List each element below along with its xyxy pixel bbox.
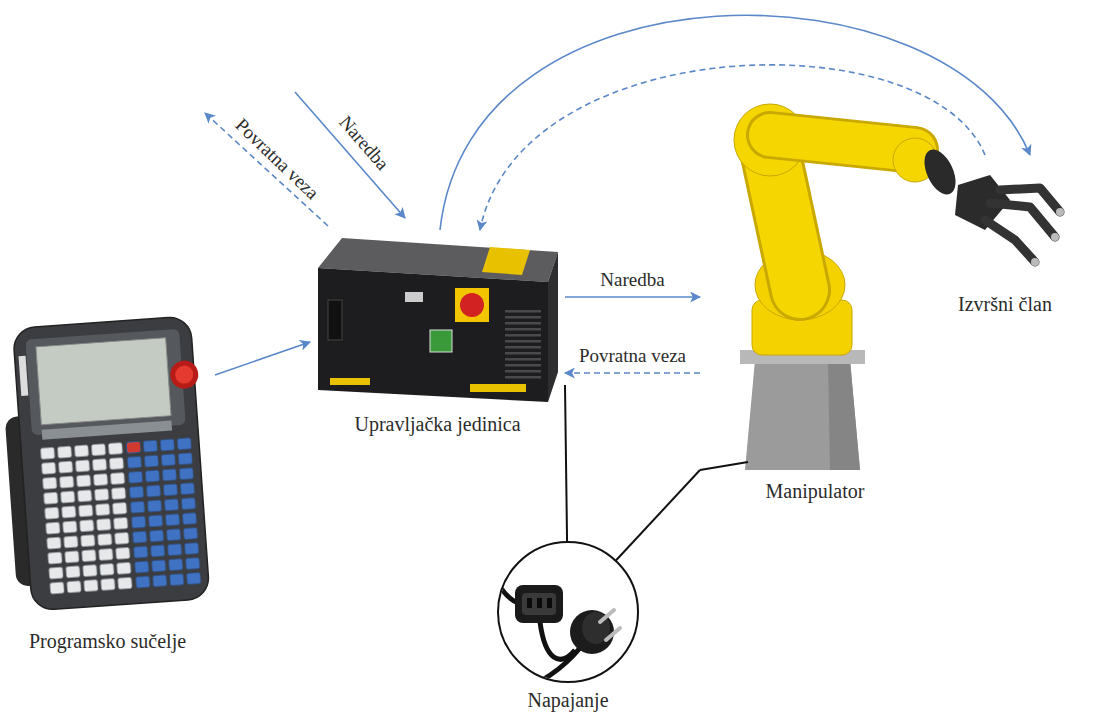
plug-cord: [515, 648, 580, 695]
plug-cord: [540, 622, 575, 659]
command-arrow: [215, 342, 310, 375]
feedback-arrow: [565, 372, 700, 374]
iec-slot: [537, 598, 542, 608]
pendant-function-keys: [42, 421, 172, 440]
mode-switch: [430, 330, 452, 352]
cabinet-tag: [470, 384, 526, 392]
cabinet-side: [548, 252, 558, 402]
caption-group: Izvršni član: [935, 293, 1075, 316]
edge-label: Naredba: [597, 269, 667, 291]
arrow-label: Naredba: [333, 109, 396, 176]
gripper-finger: [985, 220, 1035, 262]
iec-connector: [515, 585, 563, 623]
gripper: [955, 175, 1064, 266]
component-caption: Programsko sučelje: [27, 630, 188, 653]
plug-pin: [600, 610, 614, 622]
pendant-sticker: [19, 356, 29, 396]
pendant-key: [127, 442, 141, 453]
gripper-fingertip: [1051, 233, 1059, 241]
power-plugs: [492, 570, 620, 695]
power-cable: [700, 462, 748, 470]
teach-pendant: [0, 316, 214, 612]
component-caption: Manipulator: [764, 480, 867, 503]
iec-connector-face: [522, 593, 556, 615]
emergency-stop: [169, 360, 199, 390]
pendant-body: [13, 316, 210, 611]
robot-pedestal-side: [828, 360, 860, 470]
caption-group: Upravljačka jedinica: [310, 413, 565, 436]
callout-circle: [498, 542, 638, 682]
component-caption: Napajanje: [525, 689, 610, 712]
cabinet-vent: [505, 310, 541, 380]
schuko-plug: [570, 610, 614, 654]
pendant-screen: [36, 338, 171, 425]
feedback-arrow: [205, 113, 328, 226]
command-arrow: [565, 296, 700, 298]
component-caption: Izvršni član: [956, 293, 1054, 316]
cabinet-tag: [482, 247, 530, 275]
emergency-stop: [175, 365, 194, 384]
node-outline: [490, 540, 646, 714]
plug-pin: [606, 628, 620, 640]
cabinet-front: [318, 268, 548, 402]
cabinet-sticker: [405, 292, 423, 302]
cabinet-handle: [328, 300, 342, 340]
robot-flange: [918, 145, 962, 199]
pendant-bezel: [25, 329, 185, 436]
command-arrow: [440, 15, 1030, 230]
component-node: Manipulator: [700, 90, 930, 505]
estop-housing: [455, 288, 489, 322]
feedback-arrow: [480, 65, 985, 230]
caption-group: Programsko sučelje: [0, 630, 215, 653]
gripper-fingertip: [1056, 208, 1064, 216]
edge-label: Povratna veza: [576, 345, 689, 367]
cabinet-tag: [330, 378, 370, 385]
caption-group: Napajanje: [490, 689, 646, 712]
component-node: Napajanje: [490, 540, 646, 714]
robot-arm: [700, 104, 962, 470]
component-node: Izvršni član: [935, 155, 1075, 318]
component-caption: Upravljačka jedinica: [352, 413, 522, 436]
iec-slot: [527, 598, 532, 608]
pendant-keys: [125, 436, 203, 590]
pendant-keys: [39, 441, 134, 597]
emergency-stop: [460, 293, 484, 317]
robot-pedestal: [745, 360, 860, 470]
robot-upper-arm: [770, 135, 915, 150]
component-node: Programsko sučelje: [0, 315, 215, 657]
component-node: Upravljačka jedinica: [310, 230, 565, 440]
arrow-label: Povratna veza: [229, 112, 326, 206]
iec-slot: [547, 598, 552, 608]
power-cable: [616, 470, 700, 561]
robot-upper-arm: [770, 135, 915, 150]
controller-cabinet: [318, 238, 558, 402]
caption-group: Manipulator: [700, 480, 930, 503]
gripper-fingertip: [1031, 258, 1039, 266]
power-cable: [565, 385, 567, 542]
